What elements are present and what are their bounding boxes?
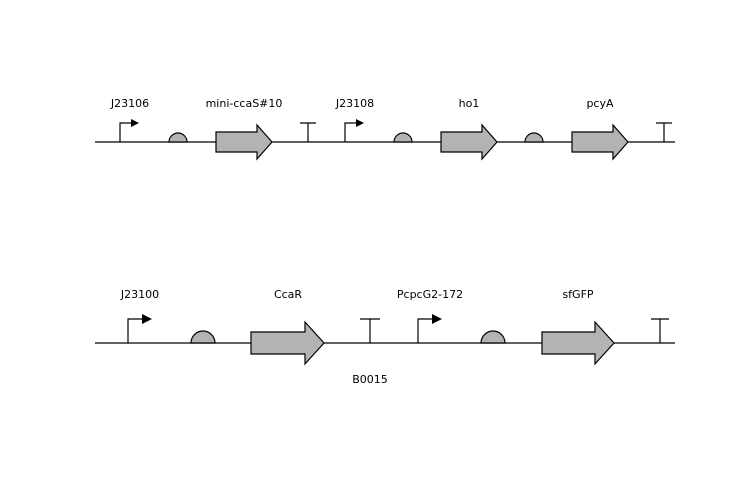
promoter-label: J23100 (120, 288, 159, 301)
promoter-label: PcpcG2-172 (397, 288, 463, 301)
terminator-glyph (300, 122, 316, 142)
promoter-glyph (417, 314, 442, 343)
rbs-glyph (393, 132, 413, 143)
construct-2: J23100 CcaR B0015 PcpcG2-172 sfGFP (95, 288, 675, 386)
terminator-glyph (656, 122, 672, 142)
rbs-glyph (190, 330, 216, 344)
promoter-glyph (344, 119, 364, 142)
cds-label: mini-ccaS#10 (206, 97, 283, 110)
terminator-glyph (651, 318, 669, 343)
cds-arrow (541, 320, 615, 366)
promoter-label: J23108 (335, 97, 374, 110)
cds-arrow (571, 123, 629, 161)
promoter-glyph (127, 314, 152, 343)
rbs-glyph (168, 132, 188, 143)
cds-label: sfGFP (562, 288, 593, 301)
cds-arrow (250, 320, 325, 366)
rbs-glyph (480, 330, 506, 344)
cds-arrow (215, 123, 273, 161)
cds-label: ho1 (459, 97, 480, 110)
cds-label: CcaR (274, 288, 302, 301)
rbs-glyph (524, 132, 544, 143)
terminator-label: B0015 (352, 373, 388, 386)
cds-arrow (440, 123, 498, 161)
construct-1: J23106 mini-ccaS#10 J23108 ho1 pcyA (95, 97, 675, 161)
promoter-label: J23106 (110, 97, 149, 110)
promoter-glyph (119, 119, 139, 142)
terminator-glyph (360, 318, 380, 343)
cds-label: pcyA (586, 97, 614, 110)
